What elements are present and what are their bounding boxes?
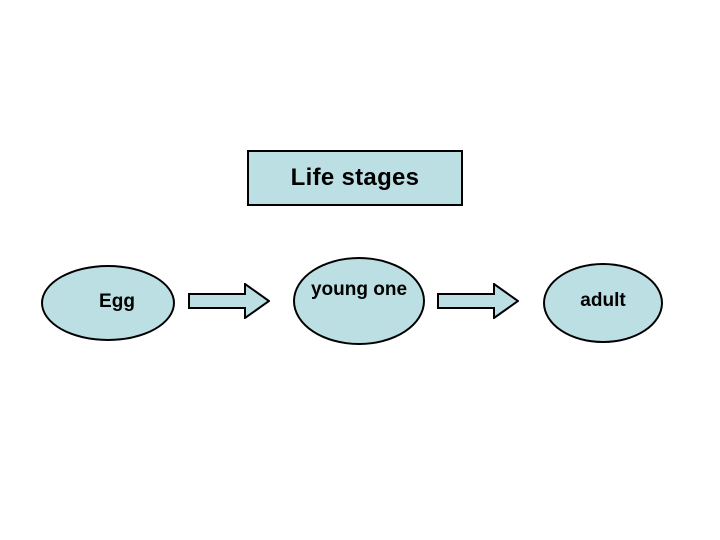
node-adult-label: adult: [580, 290, 626, 311]
node-young-one-label: young one: [310, 279, 408, 300]
node-adult: adult: [543, 263, 663, 343]
right-block-arrow-icon: [437, 283, 519, 319]
title-box: Life stages: [247, 150, 463, 206]
node-young-one: young one: [293, 257, 425, 345]
node-egg-label: Egg: [99, 291, 135, 312]
page-title: Life stages: [290, 164, 420, 191]
node-egg: Egg: [41, 265, 175, 341]
right-block-arrow-icon: [188, 283, 270, 319]
